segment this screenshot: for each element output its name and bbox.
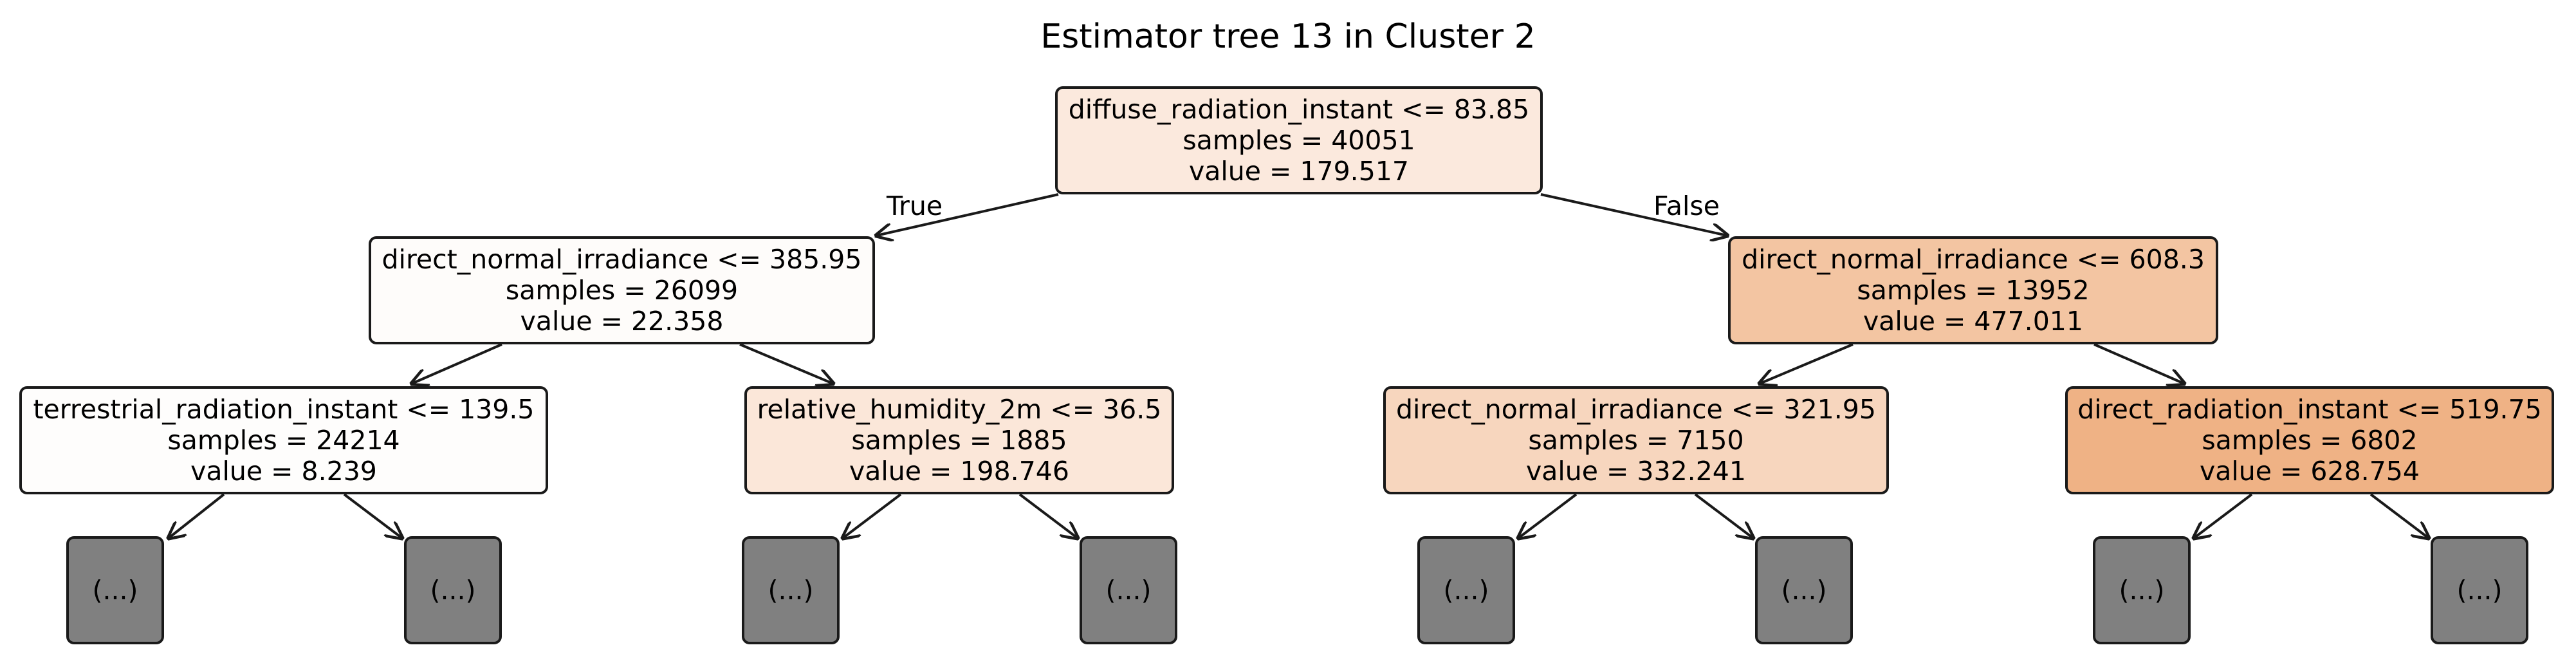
truncated-subtree-8: (...) xyxy=(2431,536,2528,644)
edge-root-to-left xyxy=(876,193,1059,236)
edge-lr-to-leaf4 xyxy=(1018,493,1078,538)
edge-label-true: True xyxy=(887,191,943,221)
node-value: value = 8.239 xyxy=(190,456,377,487)
node-value: value = 179.517 xyxy=(1189,156,1409,187)
edge-root-to-right xyxy=(1540,193,1727,236)
tree-node-left-left: terrestrial_radiation_instant <= 139.5 s… xyxy=(19,386,548,494)
node-value: value = 477.011 xyxy=(1863,306,2083,337)
node-samples: samples = 24214 xyxy=(167,425,400,456)
tree-node-root: diffuse_radiation_instant <= 83.85 sampl… xyxy=(1055,86,1543,194)
node-samples: samples = 6802 xyxy=(2202,425,2418,456)
node-samples: samples = 26099 xyxy=(505,275,739,306)
edge-rl-to-leaf6 xyxy=(1694,493,1753,538)
edge-rr-to-leaf7 xyxy=(2194,493,2253,538)
node-samples: samples = 1885 xyxy=(851,425,1067,456)
edge-label-false: False xyxy=(1653,191,1720,221)
edge-lr-to-leaf3 xyxy=(843,493,902,538)
edge-l-to-lr xyxy=(739,343,833,384)
tree-node-right-left: direct_normal_irradiance <= 321.95 sampl… xyxy=(1383,386,1889,494)
edge-rl-to-leaf5 xyxy=(1518,493,1578,538)
truncated-subtree-6: (...) xyxy=(1755,536,1853,644)
truncated-subtree-1: (...) xyxy=(66,536,164,644)
tree-node-left-right: relative_humidity_2m <= 36.5 samples = 1… xyxy=(744,386,1174,494)
node-split-rule: direct_normal_irradiance <= 321.95 xyxy=(1396,394,1876,425)
edge-rr-to-leaf8 xyxy=(2369,493,2429,538)
node-value: value = 22.358 xyxy=(520,306,724,337)
truncated-subtree-5: (...) xyxy=(1417,536,1515,644)
edge-r-to-rl xyxy=(1760,343,1854,384)
node-samples: samples = 13952 xyxy=(1857,275,2090,306)
truncated-subtree-7: (...) xyxy=(2093,536,2191,644)
node-value: value = 198.746 xyxy=(849,456,1069,487)
node-split-rule: relative_humidity_2m <= 36.5 xyxy=(757,394,1162,425)
tree-node-right: direct_normal_irradiance <= 608.3 sample… xyxy=(1728,236,2218,344)
node-split-rule: diffuse_radiation_instant <= 83.85 xyxy=(1068,94,1530,125)
edge-ll-to-leaf2 xyxy=(343,493,402,538)
node-value: value = 628.754 xyxy=(2200,456,2420,487)
node-split-rule: direct_normal_irradiance <= 608.3 xyxy=(1742,244,2205,275)
diagram-title: Estimator tree 13 in Cluster 2 xyxy=(1040,17,1536,56)
node-split-rule: direct_radiation_instant <= 519.75 xyxy=(2077,394,2542,425)
node-split-rule: direct_normal_irradiance <= 385.95 xyxy=(382,244,862,275)
node-samples: samples = 7150 xyxy=(1528,425,1744,456)
truncated-subtree-3: (...) xyxy=(742,536,840,644)
edge-l-to-ll xyxy=(412,343,502,384)
truncated-subtree-4: (...) xyxy=(1080,536,1177,644)
node-samples: samples = 40051 xyxy=(1182,125,1415,156)
edge-ll-to-leaf1 xyxy=(169,493,225,538)
tree-node-left: direct_normal_irradiance <= 385.95 sampl… xyxy=(369,236,875,344)
node-value: value = 332.241 xyxy=(1526,456,1746,487)
edge-r-to-rr xyxy=(2093,343,2184,384)
truncated-subtree-2: (...) xyxy=(404,536,502,644)
node-split-rule: terrestrial_radiation_instant <= 139.5 xyxy=(33,394,535,425)
tree-node-right-right: direct_radiation_instant <= 519.75 sampl… xyxy=(2065,386,2554,494)
